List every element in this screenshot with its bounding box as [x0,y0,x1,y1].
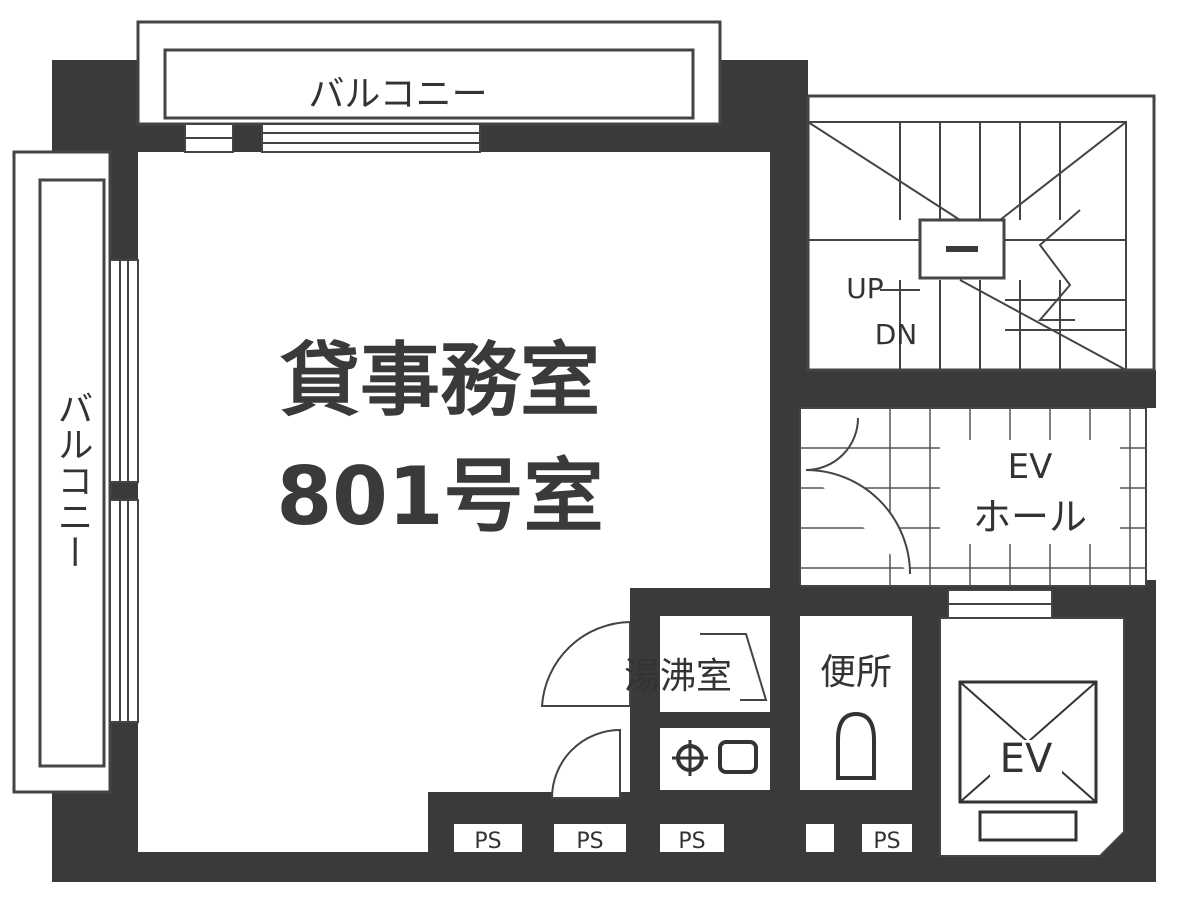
ev-hall: EV ホール [799,407,1147,587]
toilet-label: 便所 [820,652,892,693]
balcony-top: バルコニー [136,20,722,126]
balcony-left-label: バルコニー [52,390,93,570]
ps-door [550,728,621,799]
stairs-down-label: DN [875,318,918,351]
ev-hall-label-2: ホール [973,495,1087,539]
office-number: 801号室 [277,450,604,543]
kitchenette-label: 湯沸室 [624,656,732,697]
left-windows [109,259,139,723]
sink-icon [718,740,758,774]
balcony-left: バルコニー [12,150,112,794]
top-windows [184,123,481,153]
balcony-top-label: バルコニー [308,74,487,115]
stairwell: UP DN [806,94,1156,372]
office-title: 貸事務室 [280,334,600,427]
ps-label-2: PS [576,829,603,854]
kitchenette: 湯沸室 [540,616,770,790]
elevator-cross-icon [958,680,1098,804]
toilet-room: 便所 [800,616,912,790]
stairs-up-label: UP [846,272,883,305]
ps-label-4: PS [873,829,900,854]
elevator: EV [939,589,1125,857]
ev-hall-label-1: EV [1008,447,1053,487]
ps-shafts: PS PS PS PS [454,824,912,854]
ps-label-3: PS [678,829,705,854]
toilet-icon [836,711,876,780]
elevator-label: EV [1000,736,1053,782]
ps-label-1: PS [474,829,501,854]
